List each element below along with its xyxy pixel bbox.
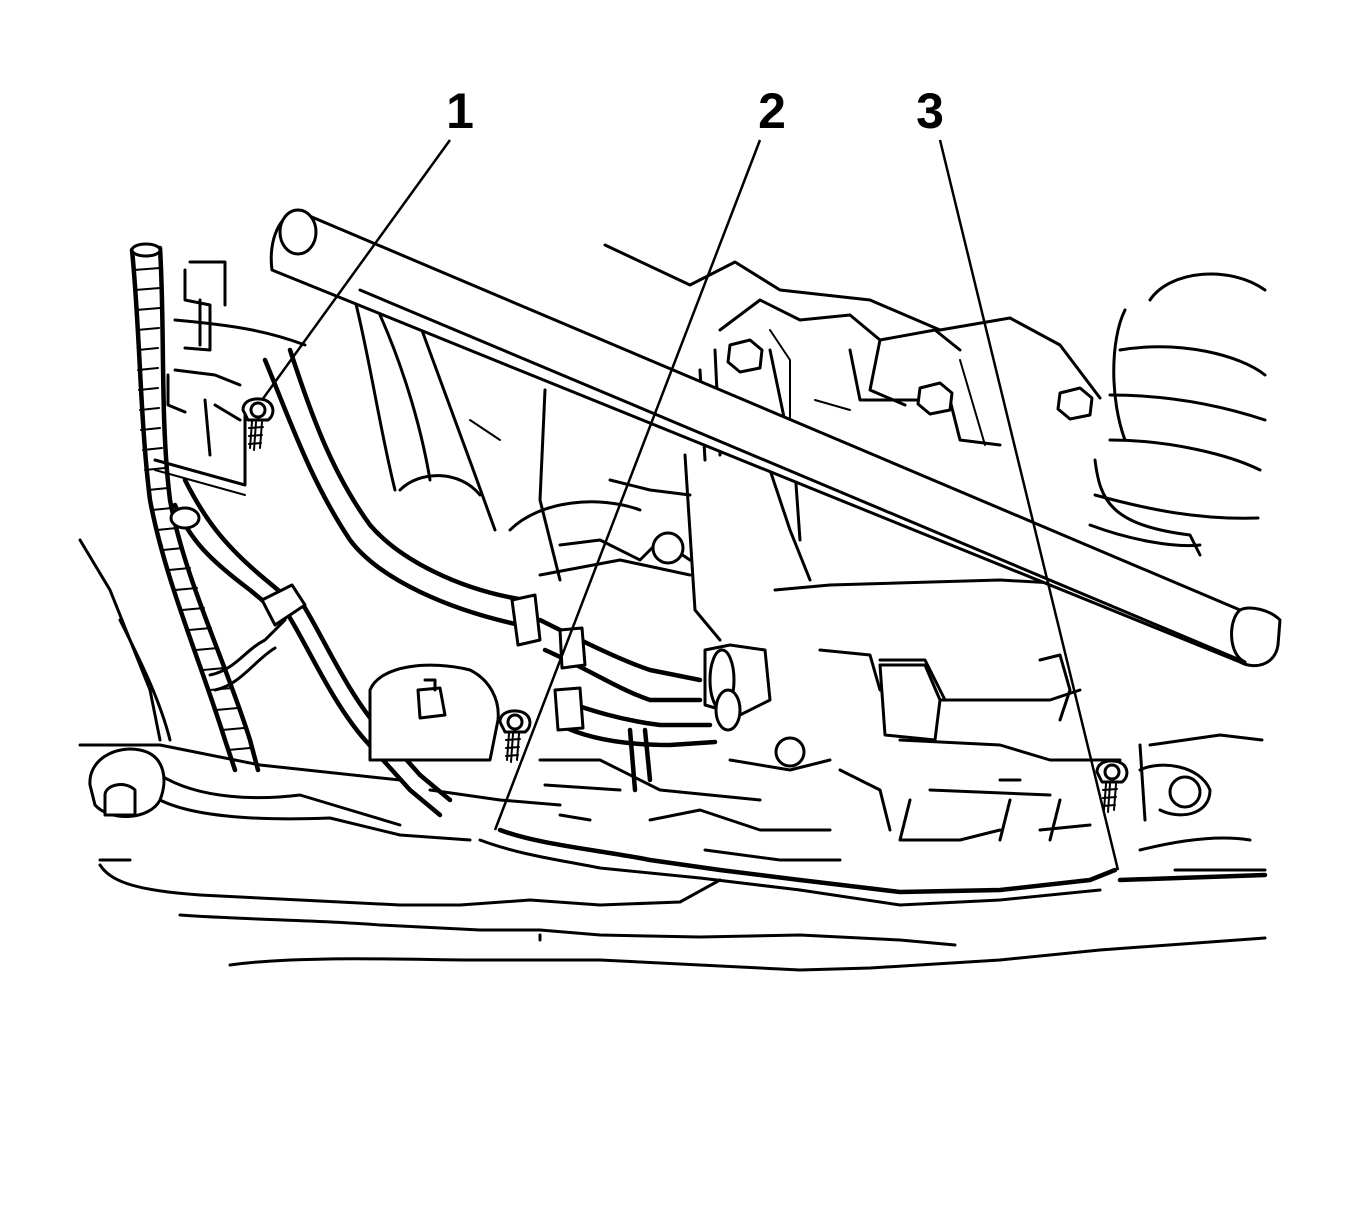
leader-line-1 xyxy=(260,139,452,401)
callout-3: 3 xyxy=(916,83,944,139)
callout-2: 2 xyxy=(758,83,786,139)
bolt-1 xyxy=(241,397,275,451)
engine-mount xyxy=(88,531,806,818)
callout-1: 1 xyxy=(446,83,474,139)
engine-background xyxy=(78,243,1268,972)
wiring-harness xyxy=(129,242,287,773)
bolt-3 xyxy=(1095,759,1129,813)
leader-line-2 xyxy=(493,139,762,831)
strut-bar xyxy=(269,208,1282,668)
background-bolts xyxy=(726,338,1094,421)
leader-line-3 xyxy=(938,139,1120,871)
bolt-2 xyxy=(498,709,532,763)
leader-lines xyxy=(260,139,1120,871)
